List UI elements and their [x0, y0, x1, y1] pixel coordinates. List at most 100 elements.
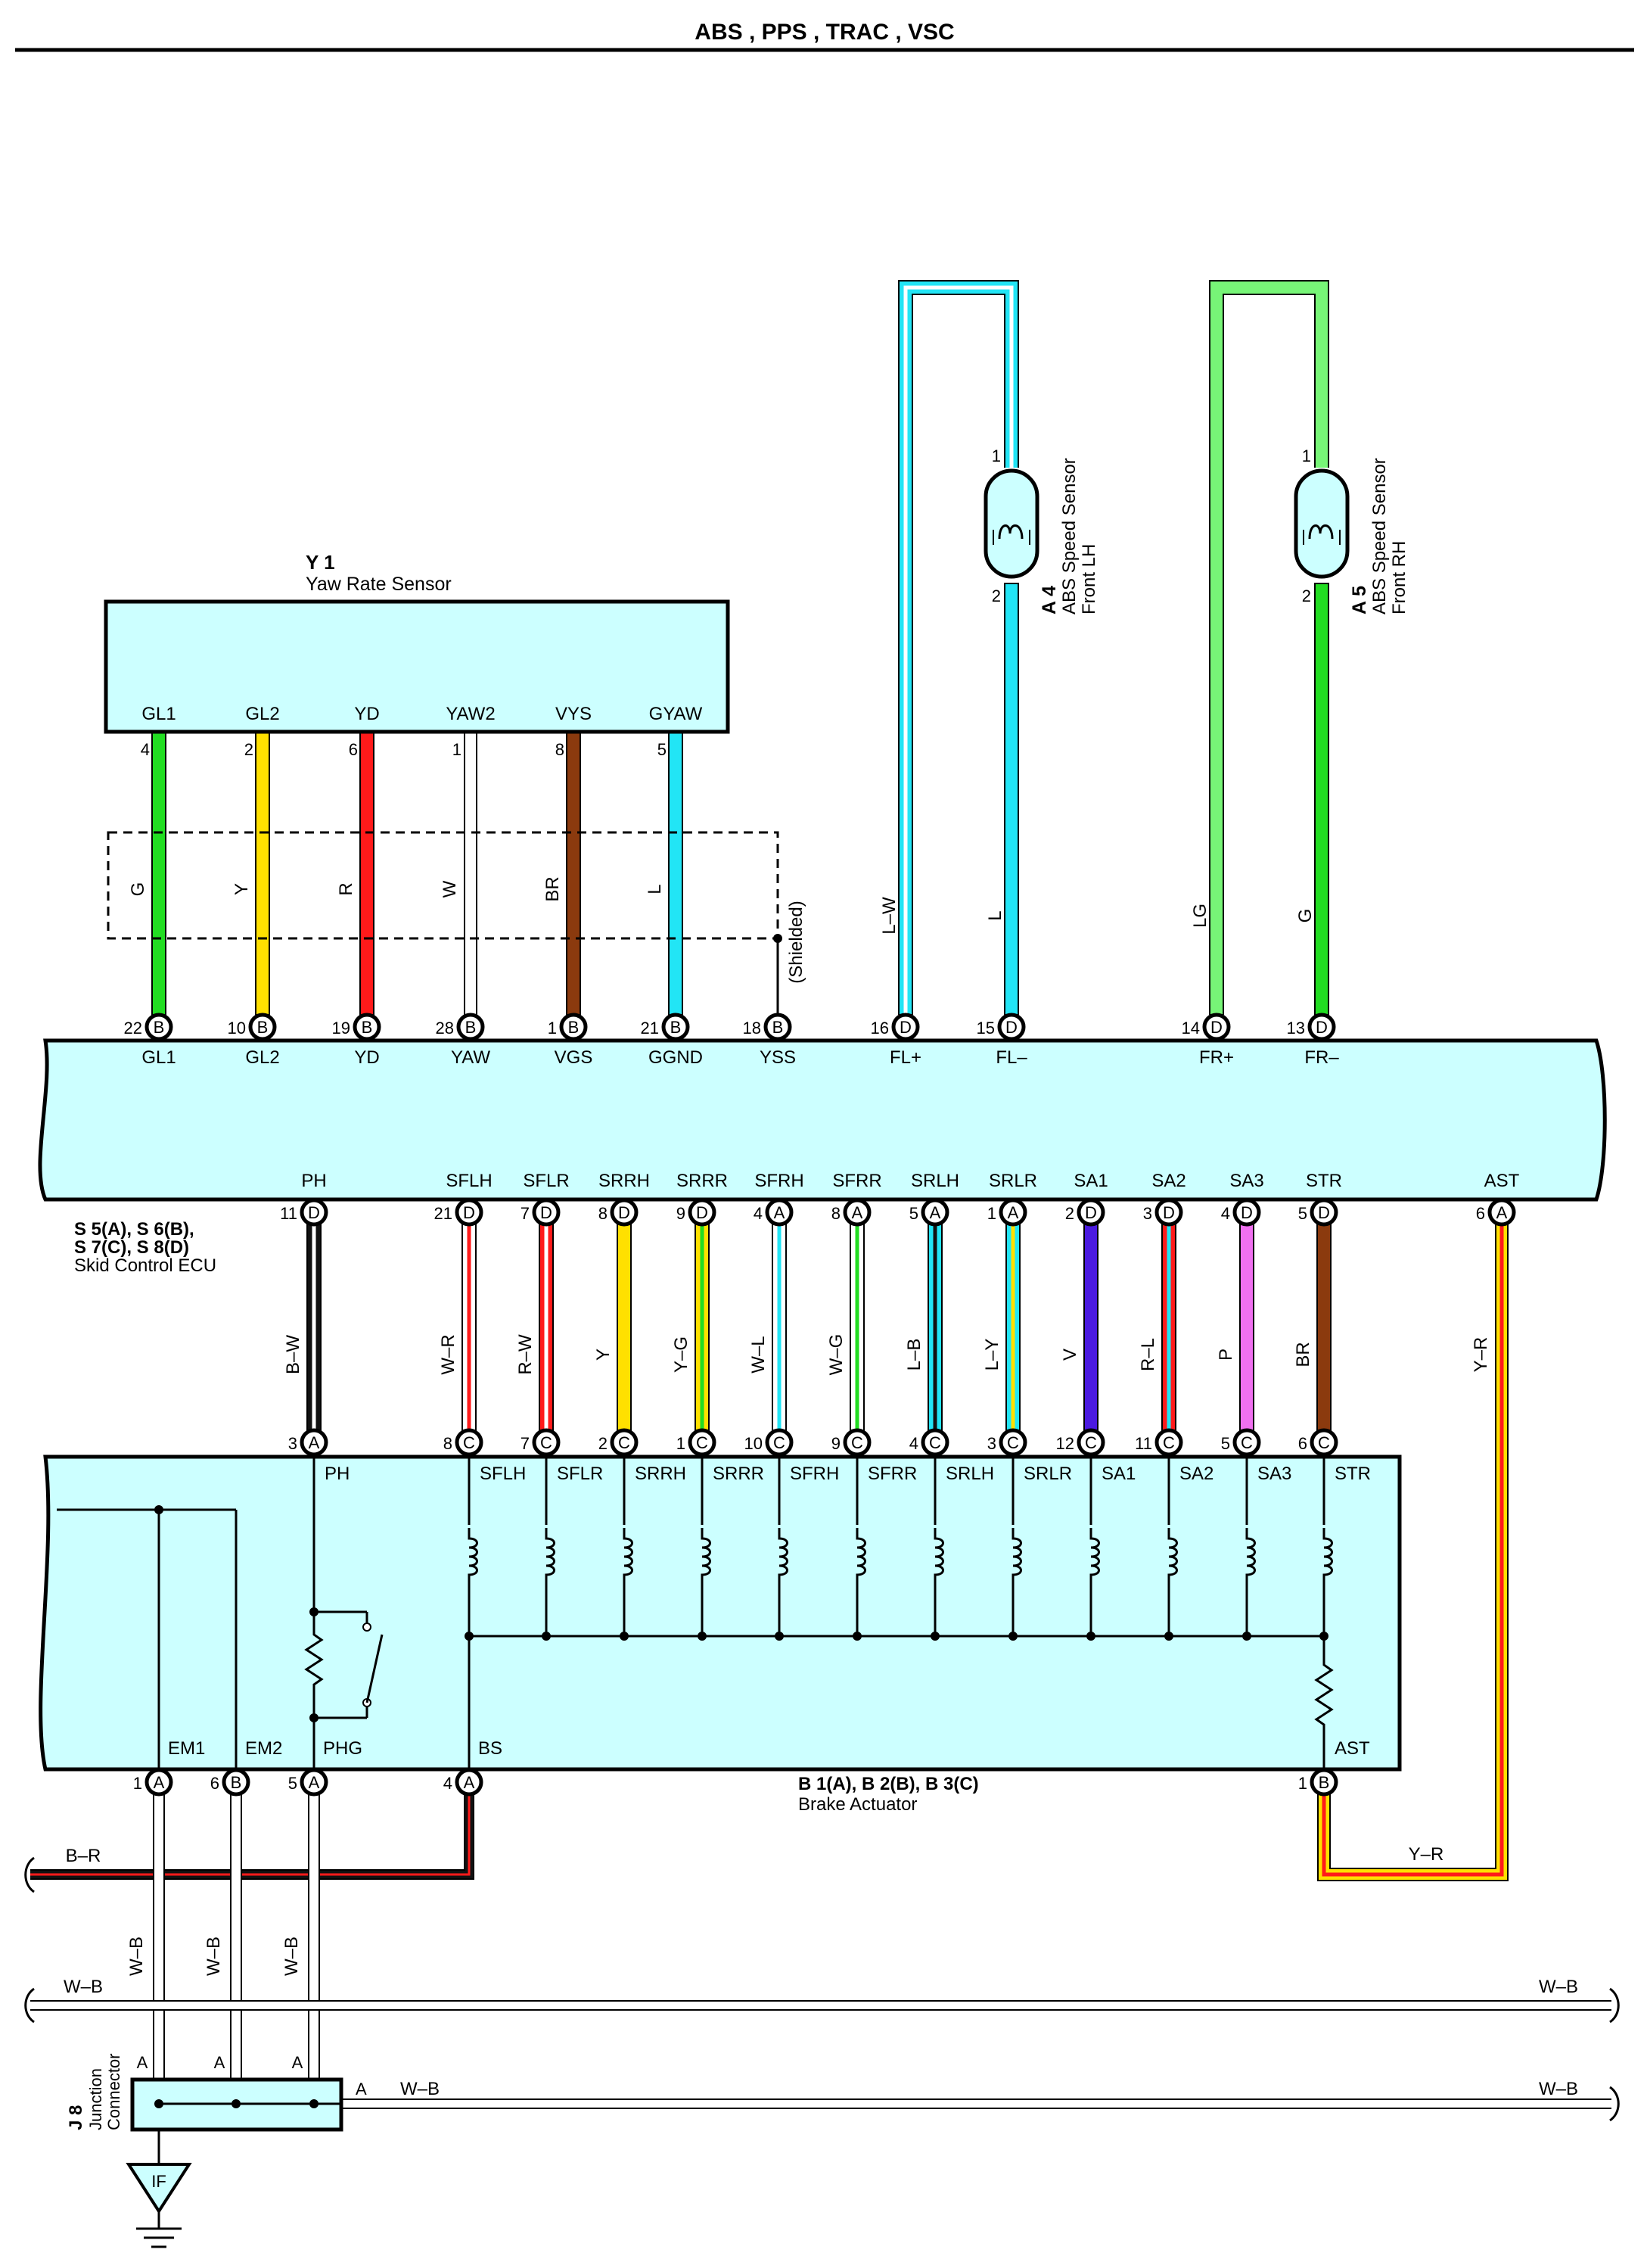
connector-letter: A: [930, 1203, 941, 1222]
pin-number: 11: [280, 1204, 297, 1223]
actuator-pin-label: SRRH: [635, 1464, 686, 1484]
connector-letter: D: [900, 1018, 912, 1037]
junction-pin-letter: A: [137, 2053, 148, 2072]
wire-color-label: P: [1216, 1349, 1236, 1361]
actuator-pin-label: SRLH: [946, 1464, 994, 1484]
yaw-rate-sensor-box: [104, 599, 730, 734]
actuator-bottom-label: EM1: [168, 1738, 205, 1759]
connector-letter: C: [463, 1433, 475, 1452]
yaw-pin-number: 1: [452, 740, 461, 759]
yaw-pin-label: VYS: [555, 704, 592, 724]
ecu-bottom-pin-label: SA3: [1229, 1171, 1263, 1191]
connector-letter: A: [1496, 1203, 1508, 1222]
connector-letter: C: [773, 1433, 785, 1452]
ecu-pin-yss: [763, 1013, 792, 1041]
actuator-pin-label: SA1: [1102, 1464, 1136, 1484]
ecu-pin-GL1: [145, 1013, 173, 1041]
wire-color-label: L: [645, 884, 665, 894]
actuator-pin-SA1: [1077, 1428, 1105, 1457]
actuator-pin-SFLH: [455, 1428, 483, 1457]
connector-letter: B: [231, 1773, 242, 1792]
ecu-pin-SFRH: [765, 1198, 794, 1227]
pin-number: 7: [521, 1204, 530, 1223]
connector-letter: D: [308, 1203, 320, 1222]
pin-number: 4: [909, 1434, 918, 1453]
actuator-pin-label: AST: [1335, 1738, 1370, 1759]
connector-letter: D: [1316, 1018, 1328, 1037]
connector-letter: D: [1085, 1203, 1097, 1222]
actuator-pin-STR: [1310, 1428, 1338, 1457]
ecu-pin-label: YAW: [451, 1047, 490, 1068]
pin-number: 6: [1298, 1434, 1307, 1453]
ecu-pin-SA1: [1077, 1198, 1105, 1227]
wire-color-label: L: [985, 910, 1005, 920]
actuator-pin-SRLH: [921, 1428, 949, 1457]
wire-color-label: Y–G: [671, 1336, 691, 1373]
wire-BS-stripe: [30, 1794, 471, 1876]
ecu-pin-SFLR: [532, 1198, 561, 1227]
pin-number: 5: [1221, 1434, 1230, 1453]
ecu-code-line1: S 5(A), S 6(B),: [74, 1219, 194, 1240]
speed-sensor-side: Front LH: [1079, 544, 1099, 614]
wire-color-label: L–B: [904, 1339, 924, 1371]
ecu-pin-YAW: [456, 1013, 485, 1041]
ecu-pin-speed: [997, 1013, 1026, 1041]
shield-label: (Shielded): [786, 901, 806, 983]
actuator-pin-PH: [300, 1428, 328, 1457]
junction-dot: [232, 2099, 241, 2108]
actuator-pin-label: SA3: [1257, 1464, 1291, 1484]
pin-number: 7: [521, 1434, 530, 1453]
junction-pin-letter: A: [214, 2053, 225, 2072]
actuator-bottom-label: PHG: [323, 1738, 362, 1759]
speed-sensor-side: Front RH: [1389, 541, 1409, 614]
ecu-pin-label: FR+: [1199, 1047, 1234, 1068]
actuator-pin-label: SFLR: [557, 1464, 603, 1484]
connector-letter: B: [1319, 1773, 1330, 1792]
ecu-pin-PH: [300, 1198, 328, 1227]
wire-AST-stripe: [1322, 1224, 1504, 1877]
ecu-bottom-pin-label: SRLH: [911, 1171, 959, 1191]
ecu-pin-SFLH: [455, 1198, 483, 1227]
yaw-pin-label: GL2: [245, 704, 279, 724]
pin-number: 1: [1298, 1774, 1307, 1793]
actuator-pin-SRRH: [610, 1428, 639, 1457]
speed-sensor-pin: 2: [1302, 586, 1311, 605]
yaw-sensor-name: Yaw Rate Sensor: [306, 574, 452, 595]
component-layer: [24, 468, 1620, 2248]
connector-letter: C: [929, 1433, 941, 1452]
pin-number: 18: [743, 1019, 761, 1038]
ecu-pin-label: FR–: [1304, 1047, 1339, 1068]
ecu-pin-label: GL2: [245, 1047, 279, 1068]
connector-letter: B: [362, 1018, 373, 1037]
ecu-bottom-pin-label: SFRH: [754, 1171, 803, 1191]
pin-number: 1: [133, 1774, 142, 1793]
actuator-pin-ast: [1310, 1768, 1338, 1797]
connector-letter: B: [670, 1018, 682, 1037]
pin-number: 8: [443, 1434, 452, 1453]
junction-dot: [154, 1505, 163, 1514]
actuator-name: Brake Actuator: [798, 1794, 917, 1815]
speed-sensor-body: [984, 468, 1039, 579]
wire-color-label: Y: [593, 1349, 614, 1361]
pin-number: 16: [871, 1019, 889, 1038]
wire-color-label: W–B: [400, 2079, 440, 2099]
actuator-pin-label: STR: [1335, 1464, 1371, 1484]
speed-sensor-loop-wire-stripe: [903, 285, 1014, 1015]
ecu-pin-GGND: [661, 1013, 690, 1041]
ground-code: IF: [151, 2172, 166, 2191]
connector-letter: C: [1241, 1433, 1253, 1452]
actuator-pin-SA3: [1232, 1428, 1261, 1457]
speed-sensor-code: A 4: [1039, 586, 1060, 614]
ecu-bottom-pin-label: SA1: [1074, 1171, 1108, 1191]
speed-sensor-loop-wire: [900, 282, 1018, 1015]
actuator-pin-label: SA2: [1179, 1464, 1213, 1484]
actuator-pin-label: SFRR: [868, 1464, 917, 1484]
connector-letter: C: [696, 1433, 708, 1452]
pin-number: 12: [1056, 1434, 1074, 1453]
actuator-pin-EM2: [222, 1768, 250, 1797]
pin-number: 22: [124, 1019, 142, 1038]
junction-dot: [309, 1607, 319, 1616]
ecu-pin-label: FL–: [996, 1047, 1027, 1068]
ecu-bottom-pin-label: SFLR: [523, 1171, 569, 1191]
